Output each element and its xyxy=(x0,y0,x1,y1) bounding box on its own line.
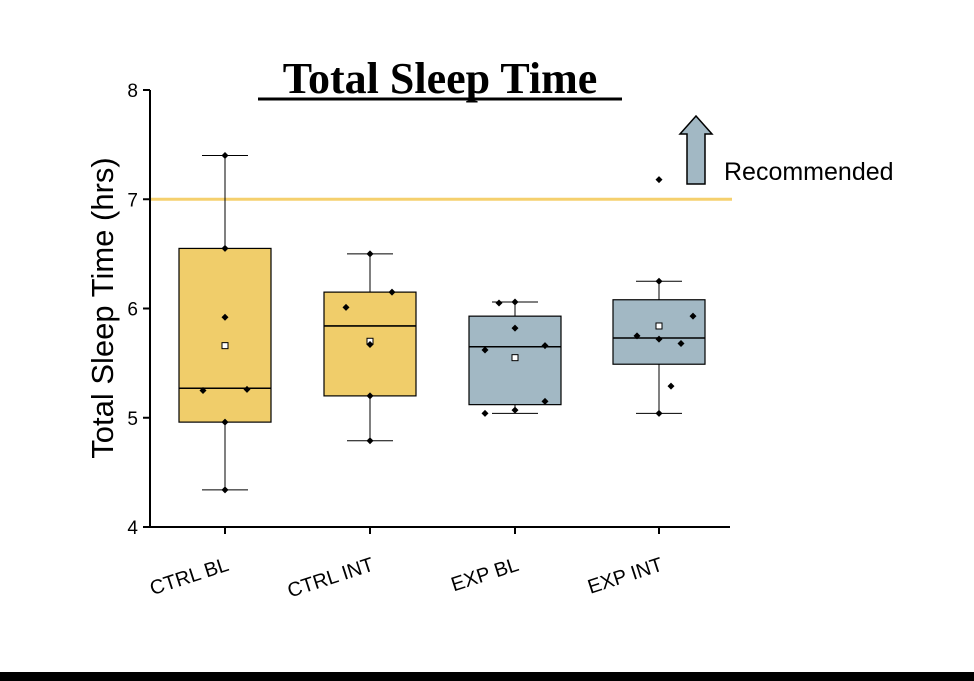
data-point xyxy=(481,346,489,354)
data-point xyxy=(667,382,675,390)
data-point xyxy=(388,288,396,296)
recommended-annotation: Recommended xyxy=(724,158,894,186)
mean-marker xyxy=(511,354,519,362)
recommended-arrow-icon xyxy=(678,114,714,185)
data-point xyxy=(677,339,685,347)
data-point xyxy=(342,303,350,311)
box-exp-int xyxy=(612,299,706,365)
y-tick-label: 8 xyxy=(127,81,138,102)
data-point xyxy=(366,392,374,400)
data-point xyxy=(243,385,251,393)
y-tick-label: 6 xyxy=(127,300,138,321)
data-point xyxy=(221,244,229,252)
data-point xyxy=(689,312,697,320)
y-tick-label: 4 xyxy=(127,518,138,539)
x-tick-label: EXP BL xyxy=(448,554,521,596)
data-point xyxy=(633,332,641,340)
mean-marker xyxy=(655,322,663,330)
data-point xyxy=(655,409,663,417)
data-point xyxy=(495,299,503,307)
data-point xyxy=(199,386,207,394)
data-point xyxy=(366,341,374,349)
box-ctrl-bl xyxy=(178,247,272,423)
outlier-point xyxy=(655,176,663,184)
x-tick-label: EXP INT xyxy=(585,554,665,599)
y-tick-label: 5 xyxy=(127,409,138,430)
chart-title: Total Sleep Time xyxy=(283,54,598,103)
data-point xyxy=(655,277,663,285)
data-point xyxy=(511,298,519,306)
x-tick-label: CTRL INT xyxy=(285,554,377,603)
y-axis-label: Total Sleep Time (hrs) xyxy=(85,157,120,459)
data-point xyxy=(221,152,229,160)
data-point xyxy=(481,409,489,417)
mean-marker xyxy=(221,342,229,350)
data-point xyxy=(541,397,549,405)
data-point xyxy=(655,335,663,343)
data-point xyxy=(511,406,519,414)
bottom-divider xyxy=(0,672,974,681)
data-point xyxy=(221,313,229,321)
data-point xyxy=(221,418,229,426)
data-point xyxy=(221,486,229,494)
data-point xyxy=(366,250,374,258)
data-point xyxy=(511,324,519,332)
y-tick-label: 7 xyxy=(127,190,138,211)
data-point xyxy=(541,342,549,350)
x-tick-label: CTRL BL xyxy=(147,554,231,600)
data-point xyxy=(366,437,374,445)
